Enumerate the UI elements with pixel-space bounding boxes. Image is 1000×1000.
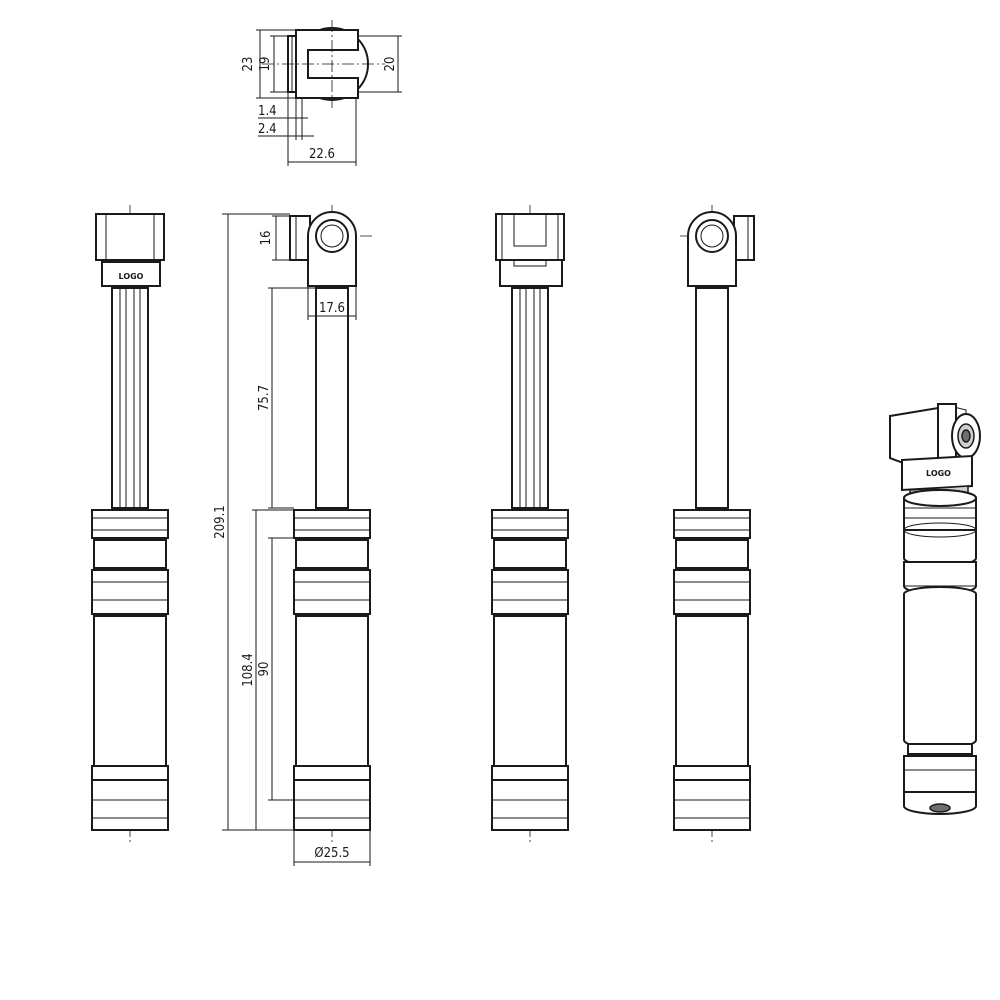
dim-top-2-4: 2.4 <box>258 122 277 137</box>
dim-90: 90 <box>257 662 272 677</box>
dim-top-1-4: 1.4 <box>258 104 277 119</box>
view-back-clip <box>491 205 569 842</box>
logo-label-front: LOGO <box>119 272 144 281</box>
view-front-logo: LOGO <box>91 205 169 842</box>
dim-75-7: 75.7 <box>257 385 272 411</box>
view-isometric: LOGO <box>889 403 981 815</box>
dim-16: 16 <box>259 231 274 246</box>
view-side-dimensioned: 16 17.6 75.7 209.1 108.4 90 Ø25.5 <box>213 205 372 866</box>
dim-top-22-6: 22.6 <box>309 147 335 162</box>
top-view: 23 19 20 1.4 2.4 22.6 <box>241 20 402 166</box>
logo-label-iso: LOGO <box>926 469 951 478</box>
dim-209-1: 209.1 <box>213 505 228 538</box>
dim-17-6: 17.6 <box>319 301 345 316</box>
dim-top-20: 20 <box>383 57 398 72</box>
dim-top-23: 23 <box>241 57 256 72</box>
dim-108-4: 108.4 <box>241 653 256 686</box>
dim-top-19: 19 <box>258 57 273 72</box>
view-side-mirror <box>673 205 755 842</box>
dim-dia-25-5: Ø25.5 <box>314 846 349 861</box>
top-view-clip <box>295 29 359 99</box>
